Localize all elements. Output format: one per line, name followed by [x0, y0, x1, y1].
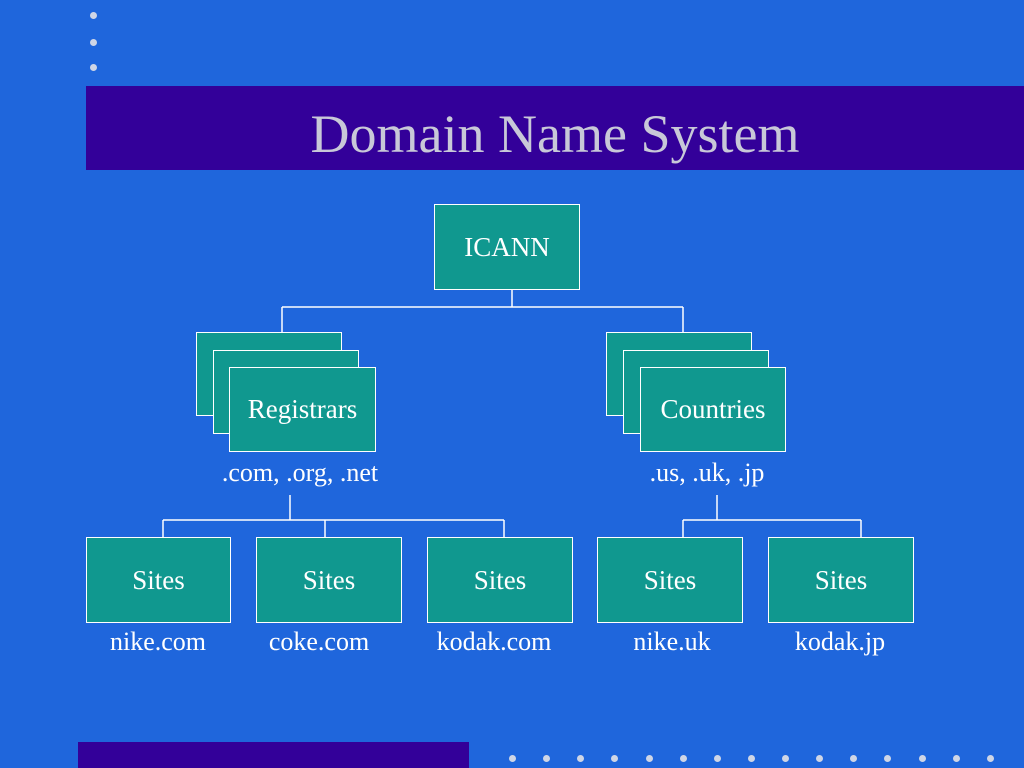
site-caption-nike-com: nike.com [109, 627, 207, 656]
decor-dot [90, 39, 97, 46]
site-caption-coke-com: coke.com [268, 627, 370, 656]
decor-dot [90, 12, 97, 19]
decor-dot [680, 755, 687, 762]
decor-dot [919, 755, 926, 762]
site-node-nike-uk: Sites [597, 537, 743, 623]
decor-dot [884, 755, 891, 762]
slide-title: Domain Name System [310, 104, 800, 164]
site-caption-kodak-jp: kodak.jp [794, 627, 886, 656]
decor-dot [987, 755, 994, 762]
countries-caption: .us, .uk, .jp [649, 458, 765, 487]
decor-dot [611, 755, 618, 762]
bottom-bar [78, 742, 469, 768]
decor-dot [543, 755, 550, 762]
decor-dot [90, 64, 97, 71]
decor-dot [714, 755, 721, 762]
decor-dot [509, 755, 516, 762]
site-node-nike-com: Sites [86, 537, 231, 623]
decor-dot [646, 755, 653, 762]
site-caption-kodak-com: kodak.com [436, 627, 552, 656]
site-node-kodak-jp: Sites [768, 537, 914, 623]
site-node-kodak-com: Sites [427, 537, 573, 623]
decor-dot [748, 755, 755, 762]
countries-node: Countries [640, 367, 786, 452]
decor-dot [953, 755, 960, 762]
site-node-coke-com: Sites [256, 537, 402, 623]
title-bar: Domain Name System [86, 86, 1024, 170]
decor-dot [782, 755, 789, 762]
decor-dot [816, 755, 823, 762]
registrars-node: Registrars [229, 367, 376, 452]
registrars-caption: .com, .org, .net [221, 458, 379, 487]
decor-dot [577, 755, 584, 762]
decor-dot [850, 755, 857, 762]
site-caption-nike-uk: nike.uk [633, 627, 711, 656]
icann-node: ICANN [434, 204, 580, 290]
